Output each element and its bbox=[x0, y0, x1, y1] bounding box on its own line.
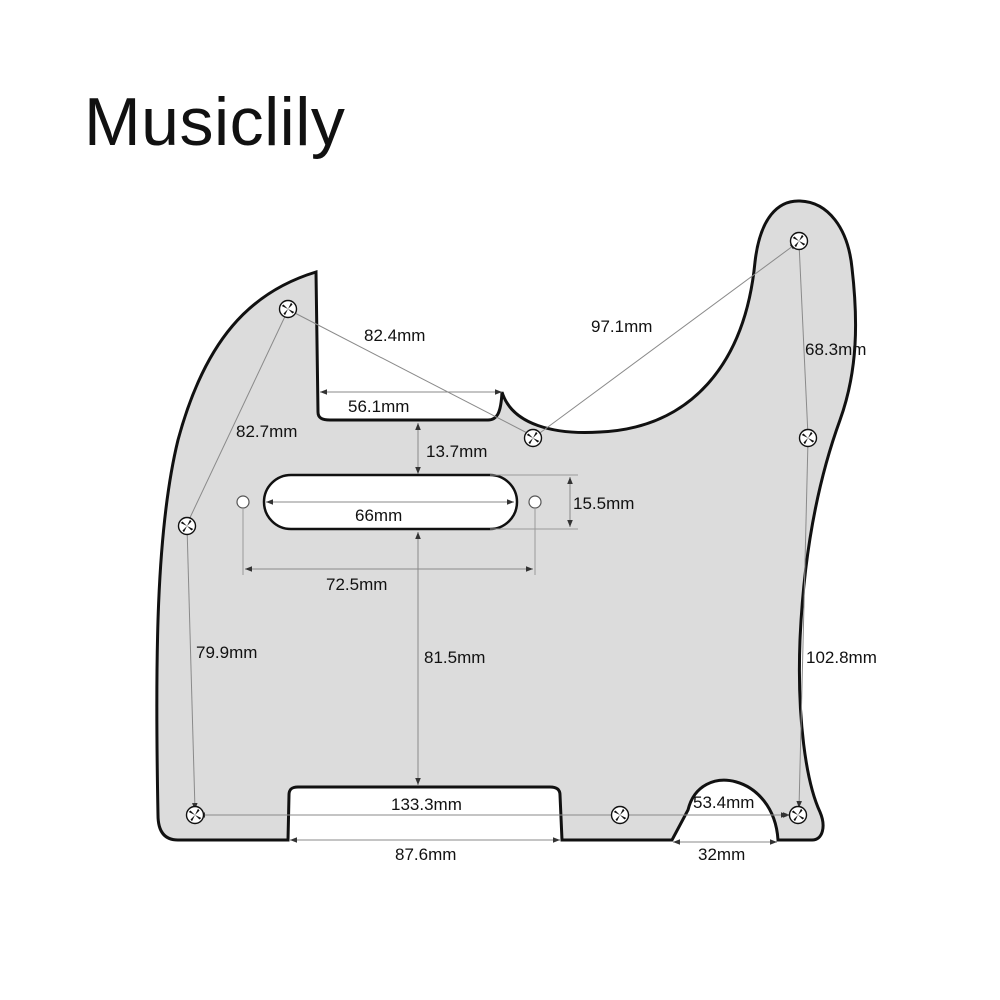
dimension-lines bbox=[186, 242, 809, 845]
screw-hole-icon bbox=[788, 805, 808, 825]
dim-line-82-4 bbox=[290, 310, 534, 437]
dimension-labels: 82.4mm 82.7mm 79.9mm 97.1mm 68.3mm 102.8… bbox=[196, 317, 877, 864]
dim-line-79-9 bbox=[186, 525, 198, 811]
label-133-3: 133.3mm bbox=[391, 795, 462, 814]
screw-hole-icon bbox=[798, 428, 818, 448]
label-13-7: 13.7mm bbox=[426, 442, 487, 461]
left-mount-hole-icon bbox=[236, 495, 250, 509]
label-79-9: 79.9mm bbox=[196, 643, 257, 662]
label-82-4: 82.4mm bbox=[364, 326, 425, 345]
brand-logo-text: Musiclily bbox=[84, 84, 346, 160]
screw-hole-icon bbox=[610, 805, 630, 825]
label-66: 66mm bbox=[355, 506, 402, 525]
screw-hole-icon bbox=[523, 428, 543, 448]
dim-line-82-7 bbox=[186, 309, 289, 525]
label-72-5: 72.5mm bbox=[326, 575, 387, 594]
screw-hole-icon bbox=[278, 299, 298, 319]
label-81-5: 81.5mm bbox=[424, 648, 485, 667]
label-68-3: 68.3mm bbox=[805, 340, 866, 359]
screw-hole-icon bbox=[789, 231, 809, 251]
label-15-5: 15.5mm bbox=[573, 494, 634, 513]
label-53-4: 53.4mm bbox=[693, 793, 754, 812]
dim-line-68-3 bbox=[796, 242, 809, 437]
label-82-7: 82.7mm bbox=[236, 422, 297, 441]
label-102-8: 102.8mm bbox=[806, 648, 877, 667]
dim-line-102-8 bbox=[796, 439, 809, 809]
screw-hole-icon bbox=[177, 516, 197, 536]
label-32: 32mm bbox=[698, 845, 745, 864]
label-97-1: 97.1mm bbox=[591, 317, 652, 336]
label-87-6: 87.6mm bbox=[395, 845, 456, 864]
dim-line-97-1 bbox=[532, 242, 798, 439]
label-56-1: 56.1mm bbox=[348, 397, 409, 416]
screw-hole-icon bbox=[185, 805, 205, 825]
right-mount-hole-icon bbox=[528, 495, 542, 509]
